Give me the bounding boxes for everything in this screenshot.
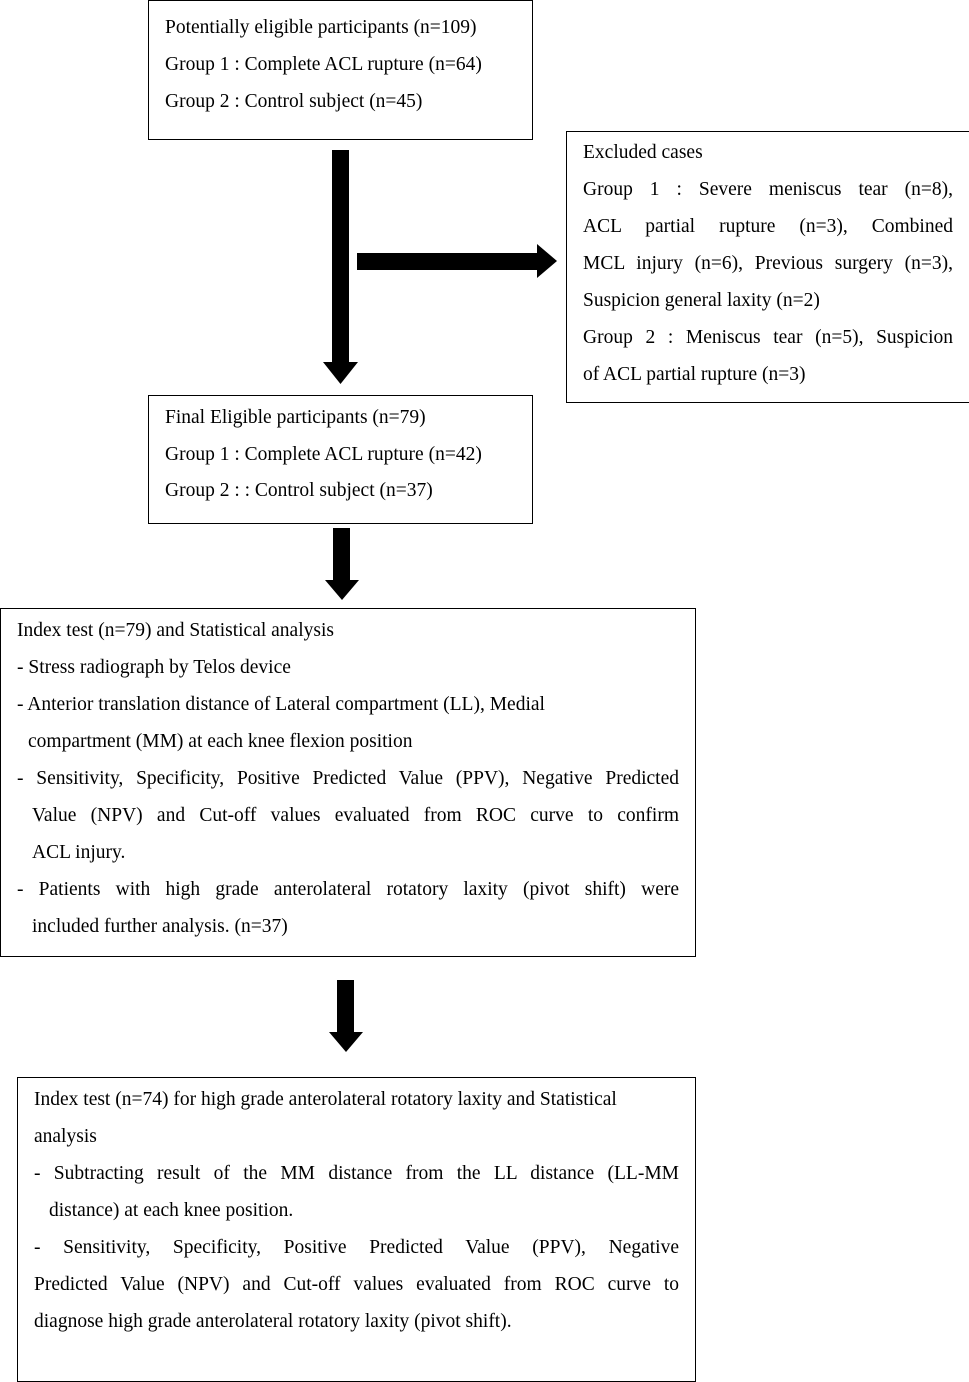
- box4-line-3: - Subtracting result of the MM distance …: [34, 1163, 679, 1184]
- index-test-79-box: Index test (n=79) and Statistical analys…: [0, 608, 696, 957]
- box3-line-1: Index test (n=79) and Statistical analys…: [17, 620, 334, 641]
- box3-line-2: - Stress radiograph by Telos device: [17, 657, 291, 678]
- box1-line-3: Group 2 : Control subject (n=45): [165, 91, 423, 112]
- box1-line-1: Potentially eligible participants (n=109…: [165, 17, 477, 38]
- box4-line-1: Index test (n=74) for high grade anterol…: [34, 1089, 617, 1110]
- box4-line-4: distance) at each knee position.: [49, 1200, 294, 1221]
- box3-line-4: compartment (MM) at each knee flexion po…: [28, 731, 413, 752]
- excluded-line-5: Suspicion general laxity (n=2): [583, 290, 820, 311]
- arrow-down-to-final-eligible: [323, 150, 358, 384]
- box3-line-5: - Sensitivity, Specificity, Positive Pre…: [17, 768, 679, 789]
- box1-line-2: Group 1 : Complete ACL rupture (n=64): [165, 54, 482, 75]
- box4-line-6: Predicted Value (NPV) and Cut-off values…: [34, 1274, 679, 1295]
- excluded-line-4: MCL injury (n=6), Previous surgery (n=3)…: [583, 253, 953, 274]
- box4-line-7: diagnose high grade anterolateral rotato…: [34, 1311, 512, 1332]
- final-eligible-box: Final Eligible participants (n=79) Group…: [148, 395, 533, 524]
- box3-line-9: included further analysis. (n=37): [32, 916, 288, 937]
- box2-line-3: Group 2 : : Control subject (n=37): [165, 480, 433, 501]
- box4-line-2: analysis: [34, 1126, 97, 1147]
- excluded-cases-box: Excluded cases Group 1 : Severe meniscus…: [566, 131, 969, 403]
- potentially-eligible-box: Potentially eligible participants (n=109…: [148, 0, 533, 140]
- box3-line-7: ACL injury.: [32, 842, 126, 863]
- index-test-74-box: Index test (n=74) for high grade anterol…: [17, 1077, 696, 1382]
- box3-line-6: Value (NPV) and Cut-off values evaluated…: [32, 805, 679, 826]
- arrow-down-to-index-test-74: [329, 980, 363, 1052]
- box2-line-2: Group 1 : Complete ACL rupture (n=42): [165, 444, 482, 465]
- excluded-line-3: ACL partial rupture (n=3), Combined: [583, 216, 953, 237]
- arrow-right-to-excluded: [357, 244, 557, 278]
- excluded-line-6: Group 2 : Meniscus tear (n=5), Suspicion: [583, 327, 953, 348]
- arrow-down-to-index-test-79: [325, 528, 359, 600]
- excluded-line-7: of ACL partial rupture (n=3): [583, 364, 806, 385]
- box2-line-1: Final Eligible participants (n=79): [165, 407, 426, 428]
- box3-line-8: - Patients with high grade anterolateral…: [17, 879, 679, 900]
- box4-line-5: - Sensitivity, Specificity, Positive Pre…: [34, 1237, 679, 1258]
- excluded-line-1: Excluded cases: [583, 142, 703, 163]
- box3-line-3: - Anterior translation distance of Later…: [17, 694, 545, 715]
- excluded-line-2: Group 1 : Severe meniscus tear (n=8),: [583, 179, 953, 200]
